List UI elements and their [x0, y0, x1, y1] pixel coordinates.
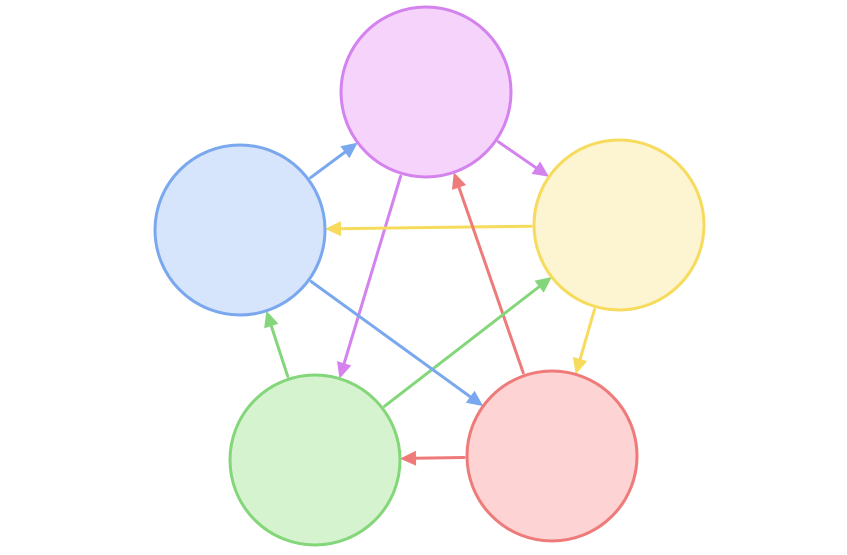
arrow-head	[400, 450, 417, 466]
arrow-head	[264, 310, 279, 329]
arrow-rock-to-scissors	[452, 172, 525, 375]
arrow-lizard-to-spock	[264, 310, 290, 378]
arrow-paper-to-spock	[325, 221, 533, 237]
arrow-head	[340, 142, 358, 159]
arrow-shaft	[342, 174, 403, 367]
edges-layer	[264, 140, 596, 466]
arrow-head	[452, 172, 467, 190]
arrow-scissors-to-lizard	[337, 174, 403, 379]
arrow-shaft	[309, 149, 348, 180]
arrow-paper-to-rock	[572, 308, 596, 375]
arrow-head	[531, 161, 549, 177]
rock-circle	[465, 369, 639, 543]
arrow-shaft	[383, 284, 543, 408]
arrow-head	[534, 277, 552, 293]
arrow-head	[572, 356, 588, 375]
arrow-shaft	[578, 308, 596, 363]
node-paper	[532, 138, 706, 312]
arrow-shaft	[412, 456, 466, 460]
spock-circle	[153, 143, 327, 317]
arrow-shaft	[309, 280, 474, 400]
arrow-scissors-to-paper	[497, 140, 549, 177]
arrow-head	[465, 390, 484, 407]
scissors-circle	[339, 5, 513, 179]
arrow-shaft	[497, 140, 539, 171]
arrow-head	[337, 361, 352, 379]
node-scissors	[339, 5, 513, 179]
node-lizard	[228, 373, 402, 547]
paper-circle	[532, 138, 706, 312]
node-rock	[465, 369, 639, 543]
arrow-shaft	[337, 224, 533, 231]
arrow-shaft	[269, 322, 290, 378]
lizard-circle	[228, 373, 402, 547]
arrow-lizard-to-paper	[383, 277, 552, 408]
arrow-spock-to-rock	[309, 280, 484, 407]
node-spock	[153, 143, 327, 317]
arrow-shaft	[456, 184, 525, 375]
arrow-rock-to-lizard	[400, 450, 466, 466]
arrow-spock-to-scissors	[309, 142, 358, 180]
arrow-head	[325, 221, 342, 237]
nodes-layer	[153, 5, 706, 547]
